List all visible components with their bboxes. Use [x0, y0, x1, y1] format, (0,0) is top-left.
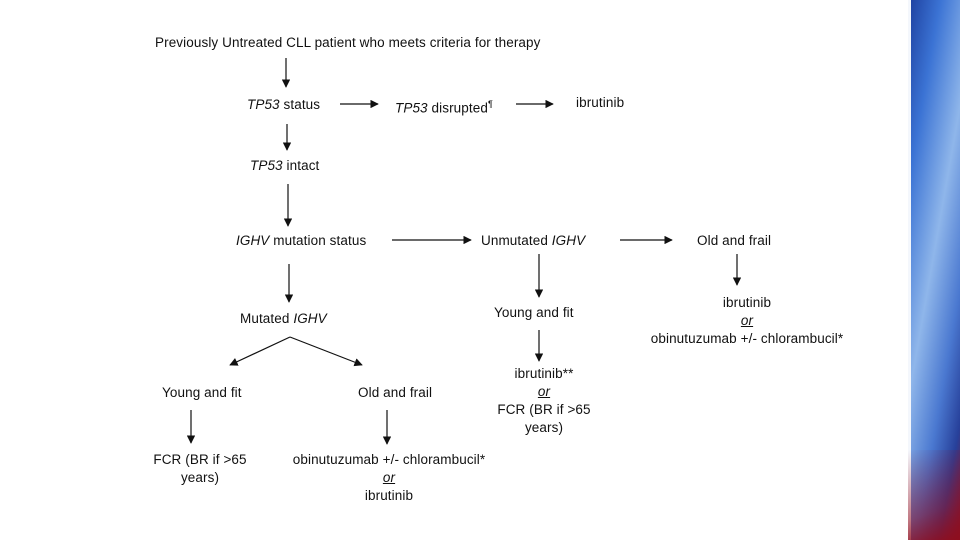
node-young-fit-mutated: Young and fit — [162, 385, 242, 400]
node-unmutated-fit-therapy: ibrutinib** or FCR (BR if >65 years) — [497, 366, 591, 435]
node-old-frail-unmutated: Old and frail — [697, 233, 772, 248]
node-root: Previously Untreated CLL patient who mee… — [155, 35, 541, 50]
node-mutated-ighv: Mutated IGHV — [240, 311, 327, 326]
node-tp53-disrupted: TP53 disrupted¶ — [395, 99, 493, 116]
arrow-mutated-to-old-frail — [289, 336, 363, 367]
node-mutated-frail-therapy: obinutuzumab +/- chlorambucil* or ibruti… — [292, 452, 486, 503]
node-tp53-status: TP53 status — [247, 97, 321, 112]
node-unmutated-ighv: Unmutated IGHV — [481, 233, 586, 248]
node-old-frail-mutated: Old and frail — [358, 385, 433, 400]
decorative-side-band — [908, 0, 960, 540]
node-unmutated-frail-therapy: ibrutinib or obinutuzumab +/- chlorambuc… — [650, 295, 844, 346]
node-ibrutinib-tp53: ibrutinib — [576, 95, 625, 110]
arrow-mutated-to-young-fit — [229, 336, 291, 366]
node-tp53-intact: TP53 intact — [250, 158, 320, 173]
node-mutated-fit-therapy: FCR (BR if >65 years) — [153, 452, 247, 485]
node-young-fit-unmutated: Young and fit — [494, 305, 574, 320]
node-ighv-mutation-status: IGHV mutation status — [236, 233, 367, 248]
